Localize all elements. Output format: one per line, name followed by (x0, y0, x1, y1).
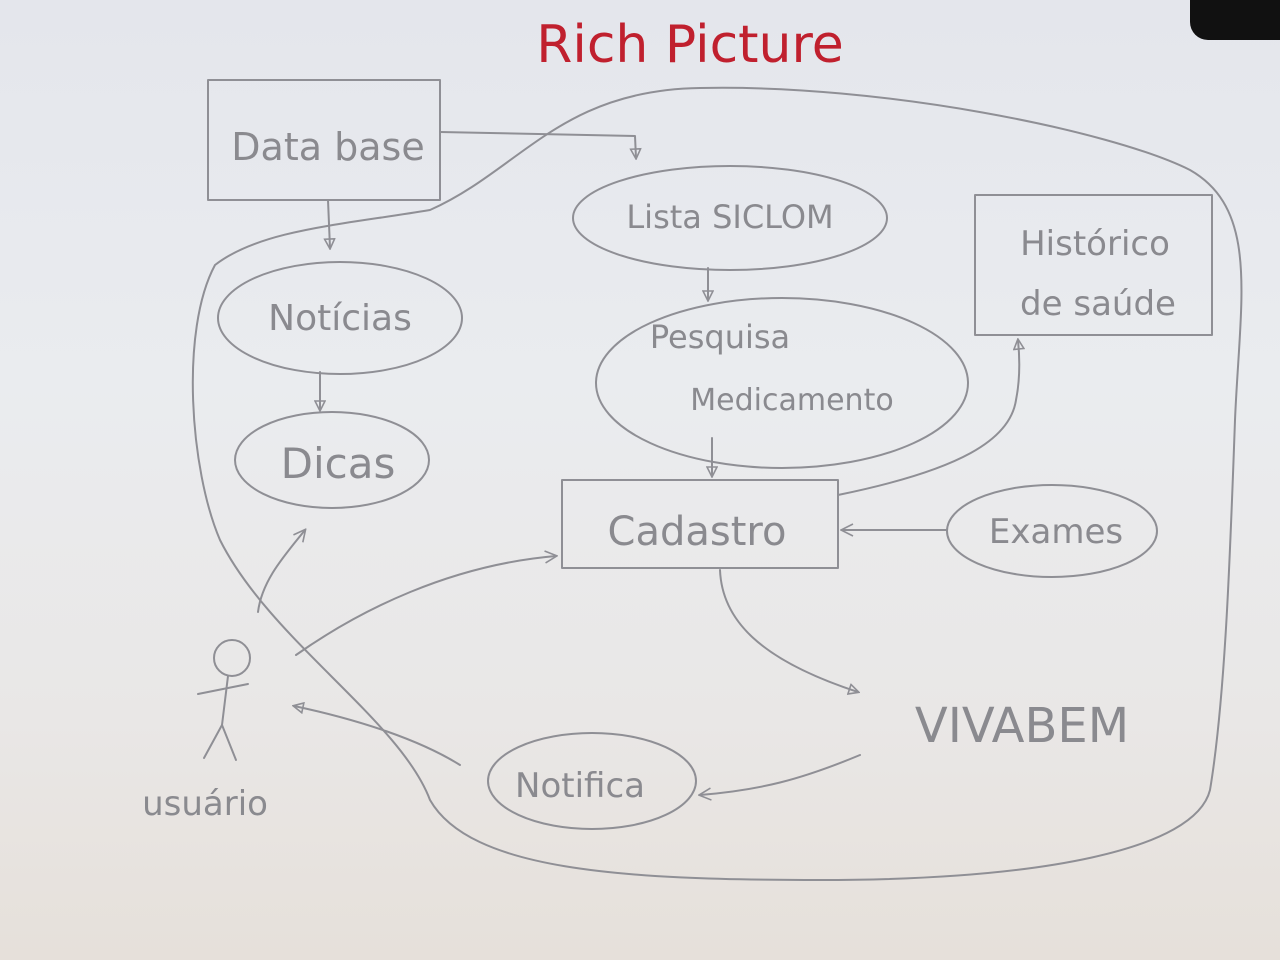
database-label: Data base (231, 125, 424, 169)
cadastro-box (561, 479, 839, 569)
exames-ellipse (946, 484, 1158, 578)
notifica-label: Notifica (515, 766, 645, 806)
tape-corner (1190, 0, 1280, 40)
lista-siclom-ellipse (572, 165, 888, 271)
arrow-notifica-to-user (294, 706, 461, 766)
arrow-database-to-lista (439, 131, 636, 158)
arrow-user-to-cadastro (295, 556, 556, 656)
historico-label-line2: de saúde (1020, 284, 1176, 324)
arrow-vivabem-to-notifica (700, 754, 861, 795)
arrow-cadastro-to-historico (837, 340, 1019, 496)
arrow-user-to-dicas (257, 530, 305, 613)
pesquisa-label-line2: Medicamento (690, 383, 893, 418)
exames-label: Exames (989, 512, 1123, 552)
user-actor-figure (197, 639, 251, 761)
noticias-ellipse (217, 261, 463, 375)
lista-siclom-label: Lista SICLOM (626, 198, 833, 236)
database-box (207, 79, 441, 201)
arrow-cadastro-to-vivabem (719, 569, 858, 692)
notifica-ellipse (487, 732, 697, 830)
arrow-database-to-noticias (328, 199, 330, 248)
noticias-label: Notícias (268, 298, 412, 339)
diagram-title: Rich Picture (536, 15, 843, 75)
user-actor-label: usuário (142, 784, 268, 824)
dicas-label: Dicas (281, 439, 396, 488)
pesquisa-ellipse (595, 297, 969, 469)
historico-label-line1: Histórico (1020, 224, 1170, 264)
vivabem-system-label: VIVABEM (915, 698, 1129, 754)
dicas-ellipse (234, 411, 430, 509)
pesquisa-label-line1: Pesquisa (650, 318, 790, 356)
cadastro-label: Cadastro (608, 509, 787, 555)
historico-box (974, 194, 1213, 336)
system-boundary (191, 86, 1243, 881)
